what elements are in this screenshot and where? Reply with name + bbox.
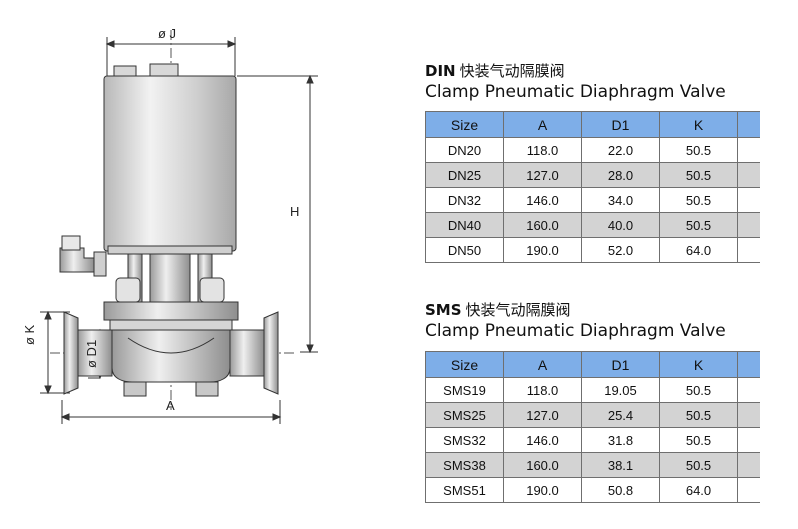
cell-blank bbox=[737, 377, 760, 403]
header-k: K bbox=[659, 351, 738, 378]
cell: 64.0 bbox=[659, 237, 738, 263]
cell-blank bbox=[737, 187, 760, 213]
cell: 19.05 bbox=[581, 377, 660, 403]
cell: 127.0 bbox=[503, 402, 582, 428]
cell: 31.8 bbox=[581, 427, 660, 453]
cell: 52.0 bbox=[581, 237, 660, 263]
cell: SMS25 bbox=[425, 402, 504, 428]
header-blank bbox=[737, 351, 760, 378]
cell: 50.5 bbox=[659, 452, 738, 478]
cell: SMS38 bbox=[425, 452, 504, 478]
cell: 28.0 bbox=[581, 162, 660, 188]
cell-blank bbox=[737, 427, 760, 453]
cell: 190.0 bbox=[503, 237, 582, 263]
table-header-row: Size A D1 K bbox=[425, 351, 760, 378]
cell-blank bbox=[737, 212, 760, 238]
cell: 160.0 bbox=[503, 452, 582, 478]
cell: 50.5 bbox=[659, 162, 738, 188]
cell: 40.0 bbox=[581, 212, 660, 238]
dim-d1-label: ø D1 bbox=[84, 339, 99, 368]
table-row: SMS51 190.0 50.8 64.0 bbox=[425, 477, 760, 503]
cell: 50.5 bbox=[659, 212, 738, 238]
cell: DN32 bbox=[425, 187, 504, 213]
cell: 190.0 bbox=[503, 477, 582, 503]
cell-blank bbox=[737, 477, 760, 503]
cell: DN25 bbox=[425, 162, 504, 188]
cell: 50.8 bbox=[581, 477, 660, 503]
table-row: SMS25 127.0 25.4 50.5 bbox=[425, 402, 760, 428]
cell: 50.5 bbox=[659, 402, 738, 428]
cell-blank bbox=[737, 162, 760, 188]
din-title-bold: DIN bbox=[425, 62, 456, 80]
cell-blank bbox=[737, 452, 760, 478]
cell: 22.0 bbox=[581, 137, 660, 163]
cell: 146.0 bbox=[503, 187, 582, 213]
table-row: DN32 146.0 34.0 50.5 bbox=[425, 187, 760, 213]
valve-drawing-svg bbox=[40, 30, 318, 424]
dim-j-label: ø J bbox=[158, 26, 177, 41]
cell: 146.0 bbox=[503, 427, 582, 453]
table-row: DN40 160.0 40.0 50.5 bbox=[425, 212, 760, 238]
cell-blank bbox=[737, 237, 760, 263]
cell: DN40 bbox=[425, 212, 504, 238]
cell-blank bbox=[737, 137, 760, 163]
cell: 118.0 bbox=[503, 377, 582, 403]
cell: SMS32 bbox=[425, 427, 504, 453]
dim-h-label: H bbox=[290, 204, 300, 219]
cell: 64.0 bbox=[659, 477, 738, 503]
table-row: SMS32 146.0 31.8 50.5 bbox=[425, 427, 760, 453]
cell: DN20 bbox=[425, 137, 504, 163]
sms-subtitle: Clamp Pneumatic Diaphragm Valve bbox=[425, 321, 726, 341]
dim-a-label: A bbox=[166, 398, 175, 413]
cell: 160.0 bbox=[503, 212, 582, 238]
din-title-cn: 快装气动隔膜阀 bbox=[459, 62, 565, 80]
table-row: SMS38 160.0 38.1 50.5 bbox=[425, 452, 760, 478]
cell-blank bbox=[737, 402, 760, 428]
header-d1: D1 bbox=[581, 111, 660, 138]
header-a: A bbox=[503, 111, 582, 138]
sms-title-bold: SMS bbox=[425, 301, 462, 319]
table-row: DN20 118.0 22.0 50.5 bbox=[425, 137, 760, 163]
header-blank bbox=[737, 111, 760, 138]
cell: 50.5 bbox=[659, 187, 738, 213]
table-row: SMS19 118.0 19.05 50.5 bbox=[425, 377, 760, 403]
cell: SMS19 bbox=[425, 377, 504, 403]
header-k: K bbox=[659, 111, 738, 138]
cell: 50.5 bbox=[659, 137, 738, 163]
sms-table: Size A D1 K SMS19 118.0 19.05 50.5 SMS25… bbox=[425, 351, 760, 503]
cell: 50.5 bbox=[659, 427, 738, 453]
table-row: DN50 190.0 52.0 64.0 bbox=[425, 237, 760, 263]
header-size: Size bbox=[425, 111, 504, 138]
table-header-row: Size A D1 K bbox=[425, 111, 760, 138]
cell: DN50 bbox=[425, 237, 504, 263]
cell: 25.4 bbox=[581, 402, 660, 428]
header-a: A bbox=[503, 351, 582, 378]
cell: SMS51 bbox=[425, 477, 504, 503]
din-subtitle: Clamp Pneumatic Diaphragm Valve bbox=[425, 82, 726, 102]
cell: 127.0 bbox=[503, 162, 582, 188]
header-size: Size bbox=[425, 351, 504, 378]
table-row: DN25 127.0 28.0 50.5 bbox=[425, 162, 760, 188]
cell: 118.0 bbox=[503, 137, 582, 163]
header-d1: D1 bbox=[581, 351, 660, 378]
cell: 50.5 bbox=[659, 377, 738, 403]
sms-title-cn: 快装气动隔膜阀 bbox=[465, 301, 571, 319]
dim-k-label: ø K bbox=[22, 324, 37, 345]
cell: 38.1 bbox=[581, 452, 660, 478]
din-table: Size A D1 K DN20 118.0 22.0 50.5 DN25 12… bbox=[425, 111, 760, 263]
cell: 34.0 bbox=[581, 187, 660, 213]
valve-drawing: ø J H ø K ø D1 A bbox=[22, 26, 318, 424]
